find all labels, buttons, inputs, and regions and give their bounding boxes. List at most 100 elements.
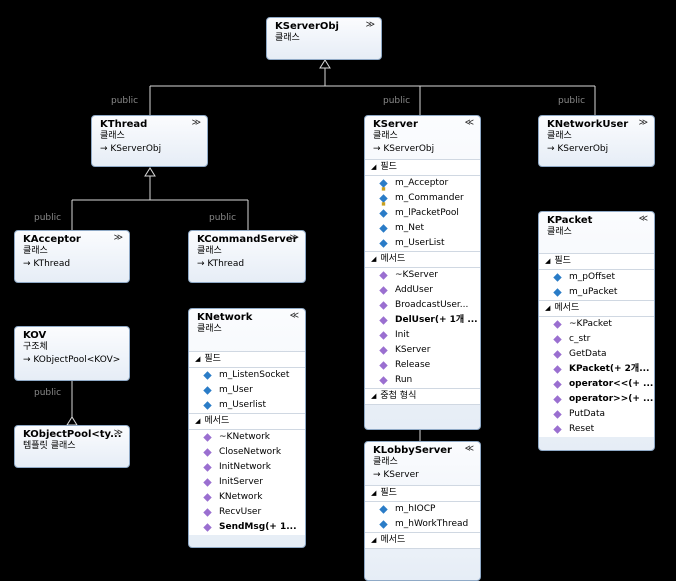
expand-icon[interactable]: ≫ (113, 428, 123, 438)
field-item[interactable]: m_lPacketPool (365, 206, 480, 221)
field-item[interactable]: m_pOffset (539, 270, 654, 285)
fields-section-header[interactable]: ◢필드 (365, 159, 480, 176)
method-item[interactable]: Reset (539, 422, 654, 437)
method-icon (379, 301, 388, 310)
method-item[interactable]: PutData (539, 407, 654, 422)
method-item[interactable]: ~KServer (365, 268, 480, 283)
method-item[interactable]: KServer (365, 343, 480, 358)
field-item[interactable]: m_uPacket (539, 285, 654, 300)
method-item[interactable]: DelUser(+ 1개 ... (365, 313, 480, 328)
method-item[interactable]: Init (365, 328, 480, 343)
method-item[interactable]: Release (365, 358, 480, 373)
class-box-kserver[interactable]: KServer 클래스 → KServerObj ≪ ◢필드 m_Accepto… (364, 115, 481, 430)
method-item[interactable]: InitServer (189, 475, 305, 490)
class-box-klobbyserver[interactable]: KLobbyServer 클래스 → KServer ≪ ◢필드 m_hIOCP… (364, 441, 481, 581)
method-icon (203, 463, 212, 472)
method-icon (379, 316, 388, 325)
template-box-kobjectpool[interactable]: KObjectPool<ty... 템플릿 클래스 ≫ (14, 425, 130, 468)
expand-icon[interactable]: ≫ (191, 118, 201, 128)
class-box-kacceptor[interactable]: KAcceptor 클래스 → KThread ≫ (14, 230, 130, 283)
method-item[interactable]: RecvUser (189, 505, 305, 520)
class-box-kpacket[interactable]: KPacket 클래스 ≪ ◢필드 m_pOffset m_uPacket ◢메… (538, 211, 655, 451)
fields-section-header[interactable]: ◢필드 (189, 351, 305, 368)
class-title: KThread (100, 119, 148, 130)
method-icon (553, 365, 562, 374)
fields-section-header[interactable]: ◢필드 (365, 485, 480, 502)
class-title: KNetwork (197, 312, 253, 323)
method-item[interactable]: operator>>(+ ... (539, 392, 654, 407)
field-item[interactable]: m_Net (365, 221, 480, 236)
class-box-kserverobj[interactable]: KServerObj 클래스 ≫ (266, 17, 382, 60)
method-icon (203, 448, 212, 457)
base-class: → KThread (197, 259, 245, 269)
fields-section-header[interactable]: ◢필드 (539, 253, 654, 270)
class-box-kcommandserver[interactable]: KCommandServer 클래스 → KThread ≫ (188, 230, 306, 283)
collapse-icon[interactable]: ≪ (464, 444, 474, 454)
method-item[interactable]: SendMsg(+ 1... (189, 520, 305, 535)
class-box-knetwork[interactable]: KNetwork 클래스 ≪ ◢필드 m_ListenSocket m_User… (188, 308, 306, 548)
field-item[interactable]: m_hIOCP (365, 502, 480, 517)
method-item[interactable]: CloseNetwork (189, 445, 305, 460)
method-icon (203, 433, 212, 442)
collapse-icon[interactable]: ≪ (638, 214, 648, 224)
class-title: KAcceptor (23, 234, 81, 245)
field-item[interactable]: m_Commander (365, 191, 480, 206)
base-class: → KServerObj (100, 144, 162, 154)
method-icon (379, 346, 388, 355)
collapse-icon[interactable]: ≪ (464, 118, 474, 128)
public-label: public (383, 96, 411, 106)
private-field-icon (379, 194, 388, 203)
method-item[interactable]: BroadcastUser... (365, 298, 480, 313)
class-title: KServerObj (275, 21, 339, 32)
expand-icon[interactable]: ≫ (289, 233, 299, 243)
field-item[interactable]: m_Userlist (189, 398, 305, 413)
method-item[interactable]: KNetwork (189, 490, 305, 505)
field-icon (379, 224, 388, 233)
method-item[interactable]: ~KPacket (539, 317, 654, 332)
field-icon (203, 401, 212, 410)
class-kind: 클래스 (197, 324, 222, 334)
class-kind: 구조체 (23, 342, 48, 352)
class-kind: 클래스 (275, 33, 300, 43)
class-box-kthread[interactable]: KThread 클래스 → KServerObj ≫ (91, 115, 208, 167)
private-field-icon (379, 179, 388, 188)
field-item[interactable]: m_Acceptor (365, 176, 480, 191)
method-item[interactable]: InitNetwork (189, 460, 305, 475)
method-icon (553, 350, 562, 359)
methods-section-header[interactable]: ◢메서드 (539, 300, 654, 317)
method-item[interactable]: ~KNetwork (189, 430, 305, 445)
field-icon (553, 288, 562, 297)
method-icon (379, 286, 388, 295)
class-box-knetworkuser[interactable]: KNetworkUser 클래스 → KServerObj ≫ (538, 115, 655, 167)
method-icon (203, 493, 212, 502)
method-item[interactable]: KPacket(+ 2개... (539, 362, 654, 377)
method-item[interactable]: AddUser (365, 283, 480, 298)
base-class: → KServer (373, 470, 419, 480)
method-icon (203, 478, 212, 487)
field-item[interactable]: m_hWorkThread (365, 517, 480, 532)
class-kind: 클래스 (373, 131, 398, 141)
base-class: → KObjectPool<KOV> (23, 355, 121, 365)
method-item[interactable]: Run (365, 373, 480, 388)
method-icon (553, 335, 562, 344)
methods-section-header[interactable]: ◢메서드 (365, 251, 480, 268)
method-icon (553, 395, 562, 404)
expand-icon[interactable]: ≫ (365, 20, 375, 30)
method-item[interactable]: GetData (539, 347, 654, 362)
public-label: public (558, 96, 586, 106)
method-item[interactable]: operator<<(+ ... (539, 377, 654, 392)
struct-box-kov[interactable]: KOV 구조체 → KObjectPool<KOV> (14, 326, 130, 381)
expand-icon[interactable]: ≫ (113, 233, 123, 243)
collapse-icon[interactable]: ≪ (289, 311, 299, 321)
field-item[interactable]: m_UserList (365, 236, 480, 251)
field-item[interactable]: m_ListenSocket (189, 368, 305, 383)
nested-types-section-header[interactable]: ◢중첩 형식 (365, 388, 480, 405)
expand-icon[interactable]: ≫ (638, 118, 648, 128)
class-kind: 클래스 (23, 246, 48, 256)
method-item[interactable]: c_str (539, 332, 654, 347)
field-icon (203, 386, 212, 395)
methods-section-header[interactable]: ◢메서드 (189, 413, 305, 430)
field-item[interactable]: m_User (189, 383, 305, 398)
methods-section-header[interactable]: ◢메서드 (365, 532, 480, 549)
method-icon (203, 523, 212, 532)
